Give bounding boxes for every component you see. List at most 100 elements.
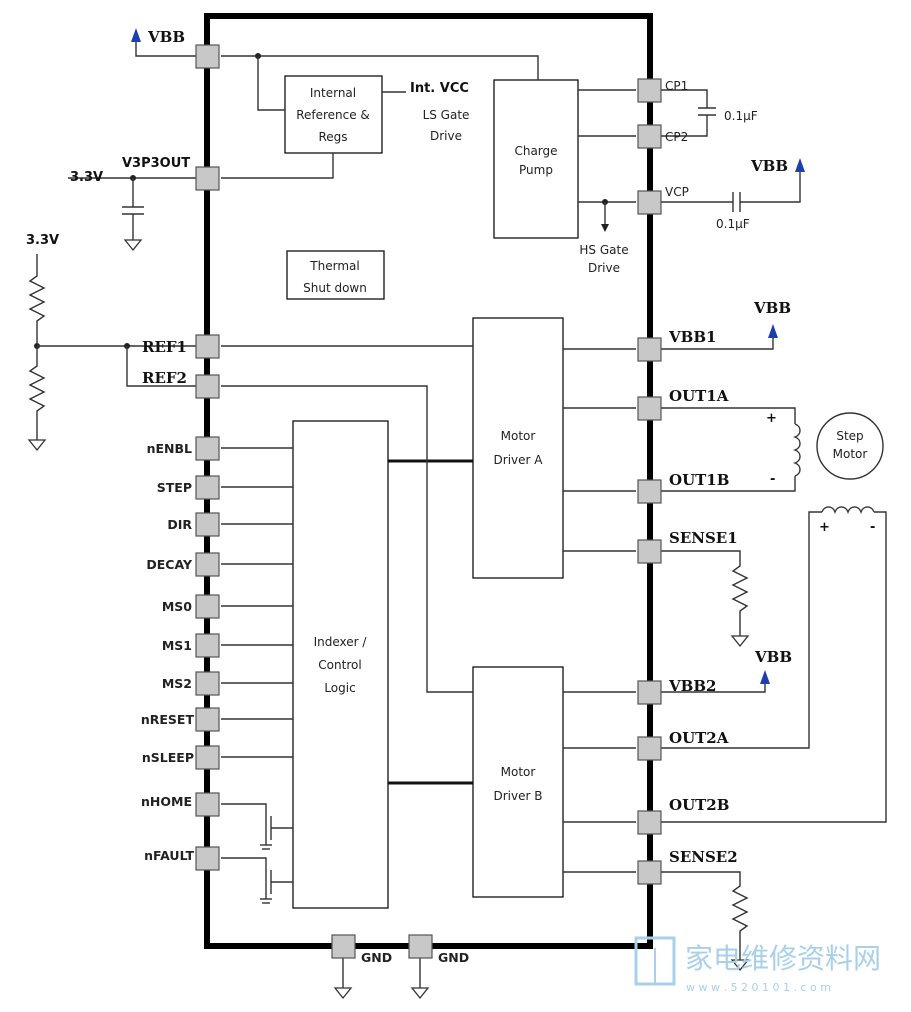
vbb-top-label: VBB xyxy=(147,28,185,46)
indexer-label-1: Indexer / xyxy=(314,635,368,649)
hs-gate-label-1: HS Gate xyxy=(579,243,628,257)
out2b-label: OUT2B xyxy=(669,796,729,814)
vcp-capacitor-icon xyxy=(650,172,801,212)
pin-nenbl xyxy=(195,436,220,461)
charge-pump-label-2: Pump xyxy=(519,163,553,177)
chip-outline xyxy=(204,13,653,949)
pin-sense1 xyxy=(637,539,662,564)
v33-label-b: 3.3V xyxy=(26,233,59,248)
pin-vbb1 xyxy=(637,337,662,362)
internal-reference-block xyxy=(284,75,383,154)
dir-label: DIR xyxy=(167,517,192,532)
pin-cp2 xyxy=(637,124,662,149)
wire-vbb2-external xyxy=(650,683,766,693)
cp-cap-label: 0.1µF xyxy=(724,109,758,123)
coil-a-minus-label: - xyxy=(770,472,775,487)
internal-ref-label-3: Regs xyxy=(318,130,347,144)
thermal-label-2: Shut down xyxy=(303,281,367,295)
pin-cp1 xyxy=(637,78,662,103)
pin-nreset xyxy=(195,707,220,732)
sense2-label: SENSE2 xyxy=(669,848,738,866)
nfault-label: nFAULT xyxy=(144,848,194,863)
vbb1-pin-label: VBB1 xyxy=(668,328,716,346)
nfault-transistor-icon xyxy=(221,857,293,904)
charge-pump-block xyxy=(493,79,579,239)
pin-ms2 xyxy=(195,671,220,696)
wire-out1b-external xyxy=(650,476,796,492)
pin-v3p3out xyxy=(195,166,220,191)
pin-ms0 xyxy=(195,594,220,619)
pin-out2a xyxy=(637,736,662,761)
coil-a-icon xyxy=(792,423,801,477)
wire-out1a-external xyxy=(650,407,796,424)
step-motor-label-2: Motor xyxy=(833,447,868,461)
vbb2-arrow-icon xyxy=(760,670,770,684)
ref2-label: REF2 xyxy=(142,369,187,387)
wire-vbb1-external xyxy=(650,336,774,350)
motor-driver-b-block xyxy=(472,666,564,898)
wire-out2a-external xyxy=(650,511,822,749)
vbb-cp-label: VBB xyxy=(750,157,788,175)
indexer-label-2: Control xyxy=(318,658,361,672)
watermark-url: w w w . 5 2 0 1 0 1 . c o m xyxy=(686,981,831,994)
hs-gate-label-2: Drive xyxy=(588,261,620,275)
vbb-top-arrow-icon xyxy=(131,28,141,42)
out2a-label: OUT2A xyxy=(669,729,729,747)
v3p3out-label: V3P3OUT xyxy=(122,156,190,171)
ref-divider-top-resistor-icon xyxy=(28,254,46,346)
gnd2-wire-icon xyxy=(410,958,430,1000)
ref1-label: REF1 xyxy=(142,338,187,356)
motor-a-label-2: Driver A xyxy=(494,453,544,467)
cp1-label: CP1 xyxy=(665,79,688,93)
pin-dir xyxy=(195,512,220,537)
ls-gate-label-2: Drive xyxy=(430,129,462,143)
pin-vbb xyxy=(195,44,220,69)
pin-ref2 xyxy=(195,374,220,399)
wire-ref2-external xyxy=(126,346,207,387)
pin-gnd-2 xyxy=(408,934,433,959)
pin-out1a xyxy=(637,396,662,421)
pin-step xyxy=(195,475,220,500)
motor-b-label-2: Driver B xyxy=(494,789,543,803)
hs-gate-arrow-icon xyxy=(601,224,609,232)
charge-pump-label-1: Charge xyxy=(514,144,557,158)
indexer-label-3: Logic xyxy=(324,681,355,695)
pin-nfault xyxy=(195,846,220,871)
cp2-label: CP2 xyxy=(665,130,688,144)
sense1-resistor-icon xyxy=(650,550,750,648)
wire-vbb-to-charge-pump xyxy=(221,55,539,80)
motor-a-label-1: Motor xyxy=(501,429,536,443)
internal-ref-label-2: Reference & xyxy=(296,108,370,122)
pin-gnd-1 xyxy=(331,934,356,959)
coil-b-minus-label: - xyxy=(870,520,875,535)
step-label: STEP xyxy=(157,480,192,495)
step-motor-icon xyxy=(816,412,884,480)
vcp-cap-label: 0.1µF xyxy=(716,217,750,231)
int-vcc-label: Int. VCC xyxy=(410,81,469,96)
v33-label-a: 3.3V xyxy=(70,170,103,185)
thermal-shutdown-block xyxy=(286,250,385,300)
cp-capacitor-icon xyxy=(650,89,716,137)
vbb2-supply-label: VBB xyxy=(754,648,792,666)
decay-label: DECAY xyxy=(146,557,193,572)
gnd1-wire-icon xyxy=(333,958,353,1000)
sense2-resistor-icon xyxy=(650,871,750,972)
pins-bottom xyxy=(331,934,433,959)
wire-v3p3out xyxy=(221,153,334,179)
sense1-label: SENSE1 xyxy=(669,529,738,547)
motor-b-label-1: Motor xyxy=(501,765,536,779)
nenbl-label: nENBL xyxy=(147,441,192,456)
nhome-transistor-icon xyxy=(221,803,293,850)
watermark-name: 家电维修资料网 xyxy=(685,942,881,975)
coil-b-plus-label: + xyxy=(819,520,830,535)
out1a-label: OUT1A xyxy=(669,387,729,405)
ms2-label: MS2 xyxy=(162,676,192,691)
pin-ref1 xyxy=(195,334,220,359)
gnd1-label: GND xyxy=(361,950,392,965)
wire-vbb-external xyxy=(135,42,207,57)
gnd2-label: GND xyxy=(438,950,469,965)
wire-out2b-external xyxy=(650,511,887,823)
watermark-logo xyxy=(634,936,676,986)
pin-vbb2 xyxy=(637,680,662,705)
coil-a-plus-label: + xyxy=(766,411,777,426)
